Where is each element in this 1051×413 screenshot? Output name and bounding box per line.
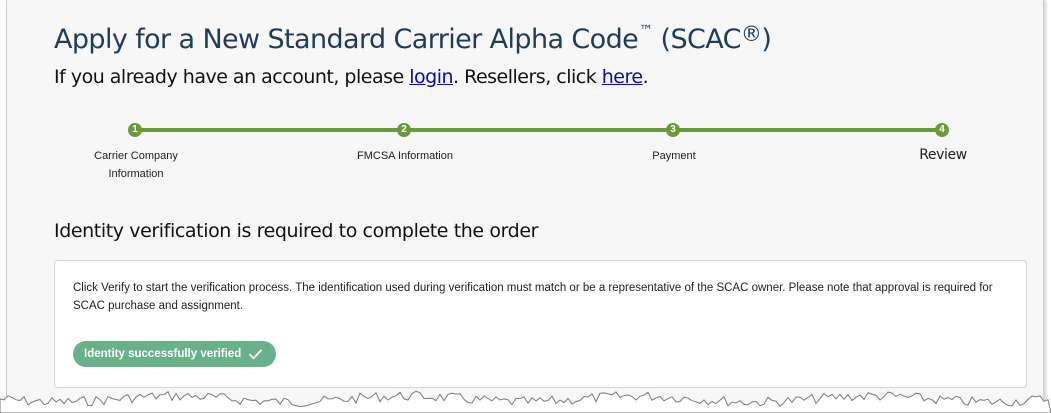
step-4-label: Review: [919, 147, 967, 163]
resellers-here-link[interactable]: here: [601, 66, 643, 88]
check-icon: [249, 348, 263, 360]
trademark-symbol: ™: [639, 23, 653, 39]
account-prompt: If you already have an account, please l…: [54, 66, 649, 88]
step-2-dot: 2: [397, 123, 411, 137]
verification-heading: Identity verification is required to com…: [54, 220, 539, 242]
registered-symbol: ®: [740, 22, 762, 46]
step-2-label: FMCSA Information: [357, 150, 453, 162]
step-3-dot: 3: [666, 123, 680, 137]
verification-card: Click Verify to start the verification p…: [54, 260, 1027, 388]
page-title: Apply for a New Standard Carrier Alpha C…: [54, 22, 772, 55]
progress-stepper: 1 2 3 4 Carrier Company Information FMCS…: [0, 120, 1051, 190]
step-1-label: Carrier Company Information: [94, 150, 178, 180]
login-link[interactable]: login: [409, 66, 454, 88]
step-4-dot: 4: [935, 123, 949, 137]
step-3-label: Payment: [652, 150, 696, 162]
stepper-track: [135, 128, 942, 132]
verified-status-badge: Identity successfully verified: [73, 341, 277, 367]
step-1-dot: 1: [128, 123, 142, 137]
torn-page-edge: [0, 390, 1051, 413]
verification-description: Click Verify to start the verification p…: [73, 282, 993, 312]
verified-status-label: Identity successfully verified: [84, 348, 242, 360]
